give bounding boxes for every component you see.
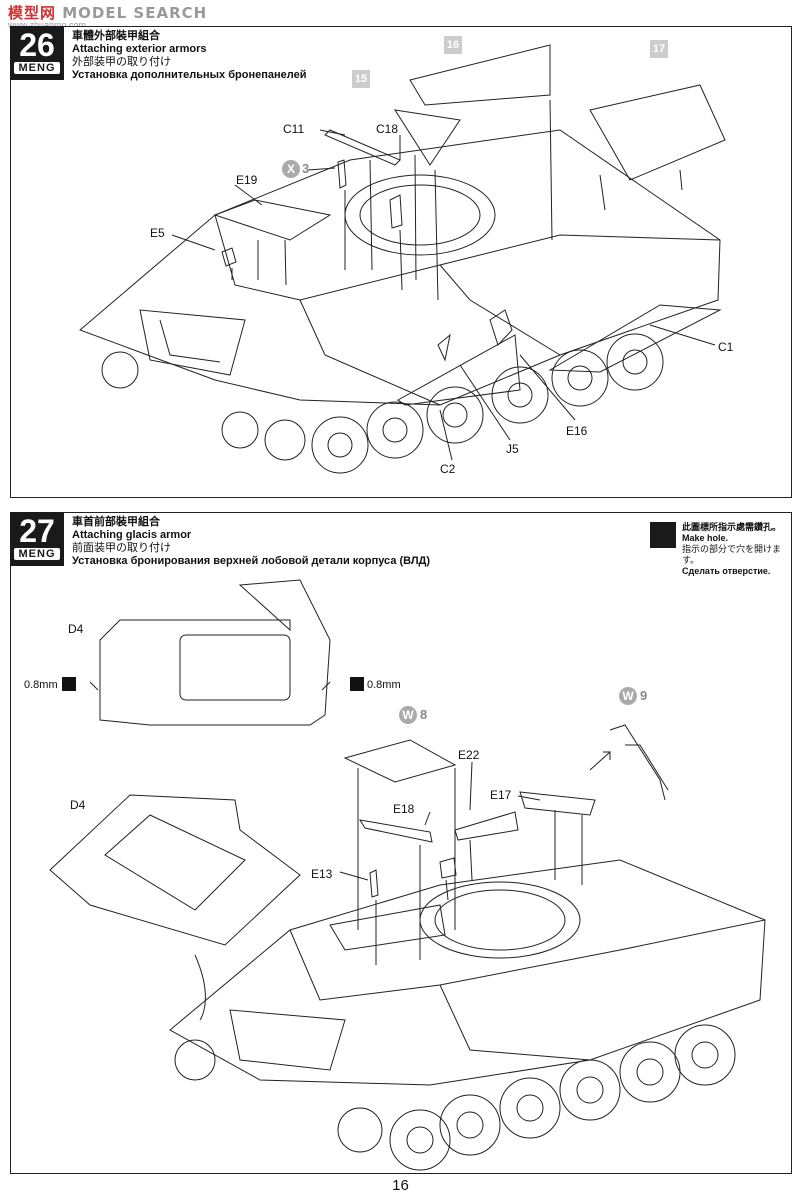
- step-26-ref-16: 16: [444, 36, 462, 54]
- drill-right-icon: [350, 677, 364, 691]
- step-26-ref-17: 17: [650, 40, 668, 58]
- step-26-title: 車體外部裝甲組合 Attaching exterior armors 外部装甲の…: [72, 30, 306, 82]
- step-27-title-ja: 前面装甲の取り付け: [72, 542, 171, 554]
- part-label-d4-iso: D4: [70, 798, 86, 812]
- step-27-number: 27: [19, 513, 55, 549]
- step-26-ref-15: 15: [352, 70, 370, 88]
- w8-bubble: W: [399, 706, 417, 724]
- part-label-c18: C18: [376, 122, 399, 136]
- w9-bubble: W: [619, 687, 637, 705]
- part-label-c11: C11: [283, 122, 305, 136]
- w9-num: 9: [640, 688, 648, 703]
- step-26-brand: MENG: [14, 62, 60, 74]
- step-27-title: 車首前部裝甲組合 Attaching glacis armor 前面装甲の取り付…: [72, 516, 430, 568]
- step-26-title-en: Attaching exterior armors: [72, 43, 207, 55]
- part-label-c2: C2: [440, 462, 456, 476]
- legend-ja: 指示の部分で穴を開けます。: [682, 544, 782, 565]
- step-27-brand: MENG: [14, 548, 60, 560]
- step-26-decal-bubble: X: [282, 160, 300, 178]
- watermark-url: www.zhuanmo.com: [8, 20, 87, 30]
- step-27-title-en: Attaching glacis armor: [72, 529, 192, 541]
- step-26-decal-num: 3: [302, 161, 310, 176]
- watermark-logo: 模型网: [8, 4, 57, 22]
- part-label-j5: J5: [506, 442, 519, 456]
- w8-num: 8: [420, 707, 428, 722]
- part-label-e13: E13: [311, 867, 333, 881]
- step-27-badge: 27 MENG: [10, 512, 64, 566]
- step-27-panel: [10, 512, 792, 1174]
- step-26-badge: 26 MENG: [10, 26, 64, 80]
- part-label-e16: E16: [566, 424, 588, 438]
- part-label-e5: E5: [150, 226, 165, 240]
- part-label-c1: C1: [718, 340, 734, 354]
- part-label-e19: E19: [236, 173, 258, 187]
- part-label-d4-flat: D4: [68, 622, 84, 636]
- legend-zh: 此圖標所指示處需鑽孔。: [682, 522, 782, 532]
- drill-icon: [650, 522, 676, 548]
- step-26-title-ja: 外部装甲の取り付け: [72, 56, 171, 68]
- drill-label-right: 0.8mm: [367, 679, 401, 691]
- drill-label-left: 0.8mm: [24, 679, 58, 691]
- page-number: 16: [392, 1177, 409, 1194]
- step-27-title-zh: 車首前部裝甲組合: [72, 516, 160, 528]
- step-26-number: 26: [19, 27, 55, 63]
- watermark-text: MODEL SEARCH: [62, 4, 208, 22]
- drill-left-icon: [62, 677, 76, 691]
- legend-en: Make hole.: [682, 533, 729, 543]
- step-27-title-ru: Установка бронирования верхней лобовой д…: [72, 555, 431, 567]
- make-hole-legend: 此圖標所指示處需鑽孔。 Make hole. 指示の部分で穴を開けます。 Сде…: [650, 522, 785, 576]
- legend-ru: Сделать отверстие.: [682, 566, 771, 576]
- watermark: 模型网 MODEL SEARCH: [8, 2, 207, 23]
- step-26-title-ru: Установка дополнительных бронепанелей: [72, 69, 307, 81]
- step-26-title-zh: 車體外部裝甲組合: [72, 30, 160, 42]
- part-label-e17: E17: [490, 788, 512, 802]
- part-label-e18: E18: [393, 802, 415, 816]
- step-26-vehicle-drawing: [79, 44, 726, 474]
- part-label-e22: E22: [458, 748, 480, 762]
